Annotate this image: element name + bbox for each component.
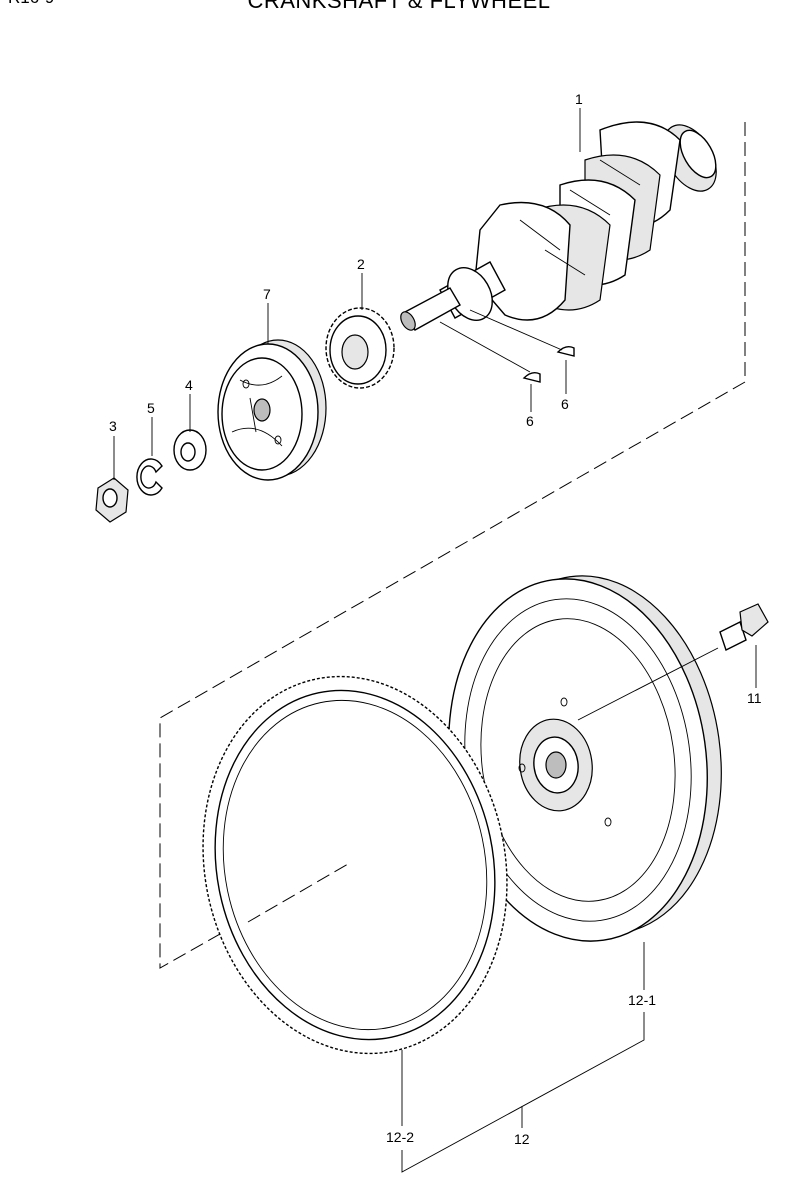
flywheel-bolt bbox=[719, 603, 769, 651]
crankshaft bbox=[400, 121, 717, 331]
ring-gear bbox=[202, 675, 508, 1055]
callout-4: 4 bbox=[185, 377, 193, 393]
callout-5: 5 bbox=[147, 400, 155, 416]
crankshaft-gear bbox=[325, 307, 395, 389]
callout-11: 11 bbox=[747, 690, 762, 706]
crankshaft-pulley bbox=[217, 339, 327, 481]
callout-2: 2 bbox=[357, 256, 365, 272]
woodruff-key-b bbox=[556, 345, 575, 357]
bracket-12 bbox=[401, 1012, 645, 1173]
callout-6-right: 6 bbox=[561, 396, 569, 412]
washer bbox=[173, 429, 207, 471]
callout-7: 7 bbox=[263, 286, 271, 302]
callout-12: 12 bbox=[514, 1131, 530, 1147]
flywheel bbox=[448, 575, 722, 942]
callout-12-1: 12-1 bbox=[628, 992, 656, 1008]
callout-3: 3 bbox=[109, 418, 117, 434]
callout-6-left: 6 bbox=[526, 413, 534, 429]
nut bbox=[95, 477, 129, 523]
page-code: R16-9 bbox=[8, 0, 54, 8]
callout-12-2: 12-2 bbox=[386, 1129, 414, 1145]
page-title: CRANKSHAFT & FLYWHEEL bbox=[247, 0, 551, 13]
woodruff-key-a bbox=[522, 371, 541, 383]
lock-washer bbox=[136, 458, 163, 496]
callout-1: 1 bbox=[575, 91, 583, 107]
